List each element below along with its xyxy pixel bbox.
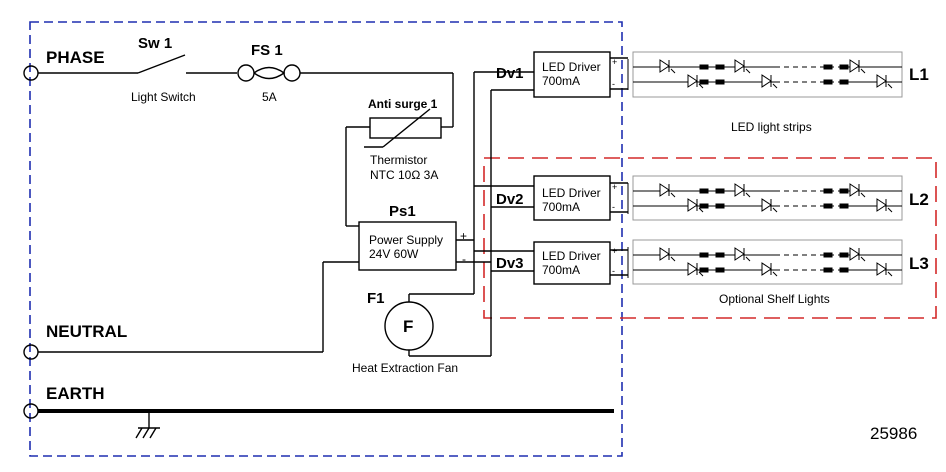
thermistor-rating: NTC 10Ω 3A xyxy=(370,168,439,182)
led-strip-3 xyxy=(627,239,903,285)
driver-3-plus: + xyxy=(612,246,618,256)
driver-2-plus: + xyxy=(612,182,618,192)
driver-1-plus: + xyxy=(612,57,618,67)
drawing-number: 25986 xyxy=(870,424,918,443)
phase-terminal xyxy=(23,65,39,81)
phase-label: PHASE xyxy=(46,48,105,67)
led-strip-2 xyxy=(627,175,903,221)
driver-box-3 xyxy=(533,241,611,285)
fuse-rating: 5A xyxy=(262,90,277,104)
fan-desc: Heat Extraction Fan xyxy=(352,361,459,375)
driver-1-ref: Dv1 xyxy=(496,65,524,82)
fan-ref: F1 xyxy=(367,290,385,307)
power-supply-box xyxy=(358,221,457,271)
earth-label: EARTH xyxy=(46,384,105,403)
enclosure-border xyxy=(29,21,623,457)
thermistor-label: Thermistor xyxy=(370,153,428,167)
driver-1-line1: LED Driver xyxy=(542,60,601,74)
strip-3-ref: L3 xyxy=(909,254,929,273)
led-strips-caption: LED light strips xyxy=(731,120,812,134)
ps-ref: Ps1 xyxy=(389,203,416,220)
strip-2-ref: L2 xyxy=(909,190,929,209)
driver-3-line2: 700mA xyxy=(542,263,581,277)
driver-1-line2: 700mA xyxy=(542,74,581,88)
ps-minus: - xyxy=(462,252,466,266)
driver-3-ref: Dv3 xyxy=(496,255,524,272)
ps-plus: + xyxy=(460,229,468,243)
ps-line1: Power Supply xyxy=(369,233,444,247)
led-strips xyxy=(627,51,903,285)
switch-ref: Sw 1 xyxy=(138,35,173,52)
earth-terminal xyxy=(23,403,39,419)
fan-symbol xyxy=(384,301,434,351)
driver-1-minus: - xyxy=(612,79,615,89)
driver-2-line2: 700mA xyxy=(542,200,581,214)
antisurge-ref: Anti surge 1 xyxy=(368,97,438,111)
thermistor-symbol xyxy=(364,108,442,148)
driver-2-ref: Dv2 xyxy=(496,191,524,208)
driver-2-line1: LED Driver xyxy=(542,186,601,200)
optional-lights-border xyxy=(483,157,937,319)
switch-contact xyxy=(137,54,186,74)
fuse-symbol xyxy=(237,64,301,82)
driver-box-2 xyxy=(533,175,611,221)
driver-box-1 xyxy=(533,51,611,98)
optional-lights-caption: Optional Shelf Lights xyxy=(719,292,830,306)
switch-desc: Light Switch xyxy=(131,90,196,104)
fuse-ref: FS 1 xyxy=(251,42,283,59)
driver-3-line1: LED Driver xyxy=(542,249,601,263)
driver-3-minus: - xyxy=(612,266,615,276)
ps-line2: 24V 60W xyxy=(369,247,419,261)
neutral-terminal xyxy=(23,344,39,360)
strip-1-ref: L1 xyxy=(909,65,929,84)
earth-symbol xyxy=(135,427,160,439)
neutral-label: NEUTRAL xyxy=(46,322,128,341)
driver-2-minus: - xyxy=(612,202,615,212)
fan-symbol-letter: F xyxy=(403,317,414,336)
led-strip-1 xyxy=(627,51,903,98)
